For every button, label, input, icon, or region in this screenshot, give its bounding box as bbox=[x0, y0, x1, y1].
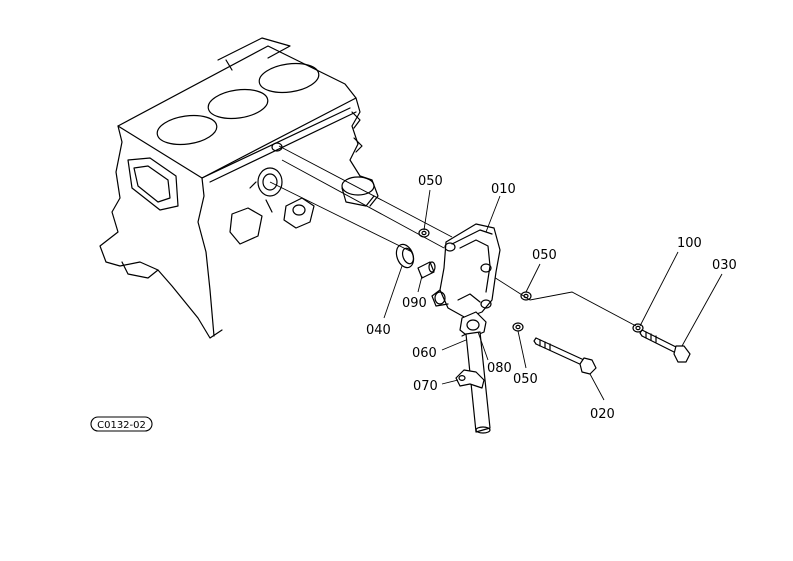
callout-050-upper: 050 bbox=[418, 174, 443, 189]
pin-090 bbox=[417, 261, 436, 279]
callout-030: 030 bbox=[712, 258, 737, 273]
washer-050-right bbox=[520, 291, 532, 301]
washer-050-upper bbox=[418, 228, 430, 238]
o-ring-040 bbox=[395, 243, 415, 269]
callout-050-lower: 050 bbox=[513, 372, 538, 387]
bolt-020 bbox=[533, 337, 597, 375]
callout-010: 010 bbox=[491, 182, 516, 197]
washer-050-lower bbox=[512, 322, 524, 332]
callout-070: 070 bbox=[413, 379, 438, 394]
bolt-030 bbox=[639, 329, 691, 363]
oil-pump-010 bbox=[431, 223, 501, 319]
alignment-lines bbox=[269, 145, 637, 327]
figure-code-badge: C0132-02 bbox=[90, 416, 153, 432]
callout-040: 040 bbox=[366, 323, 391, 338]
callout-020: 020 bbox=[590, 407, 615, 422]
callout-090: 090 bbox=[402, 296, 427, 311]
engine-block bbox=[99, 37, 379, 339]
callout-leaders bbox=[383, 189, 723, 401]
figure-code: C0132-02 bbox=[97, 420, 146, 431]
callout-050-right: 050 bbox=[532, 248, 557, 263]
washer-100 bbox=[632, 323, 644, 333]
callout-100: 100 bbox=[677, 236, 702, 251]
bracket-070 bbox=[455, 369, 485, 389]
callout-080: 080 bbox=[487, 361, 512, 376]
callout-060: 060 bbox=[412, 346, 437, 361]
